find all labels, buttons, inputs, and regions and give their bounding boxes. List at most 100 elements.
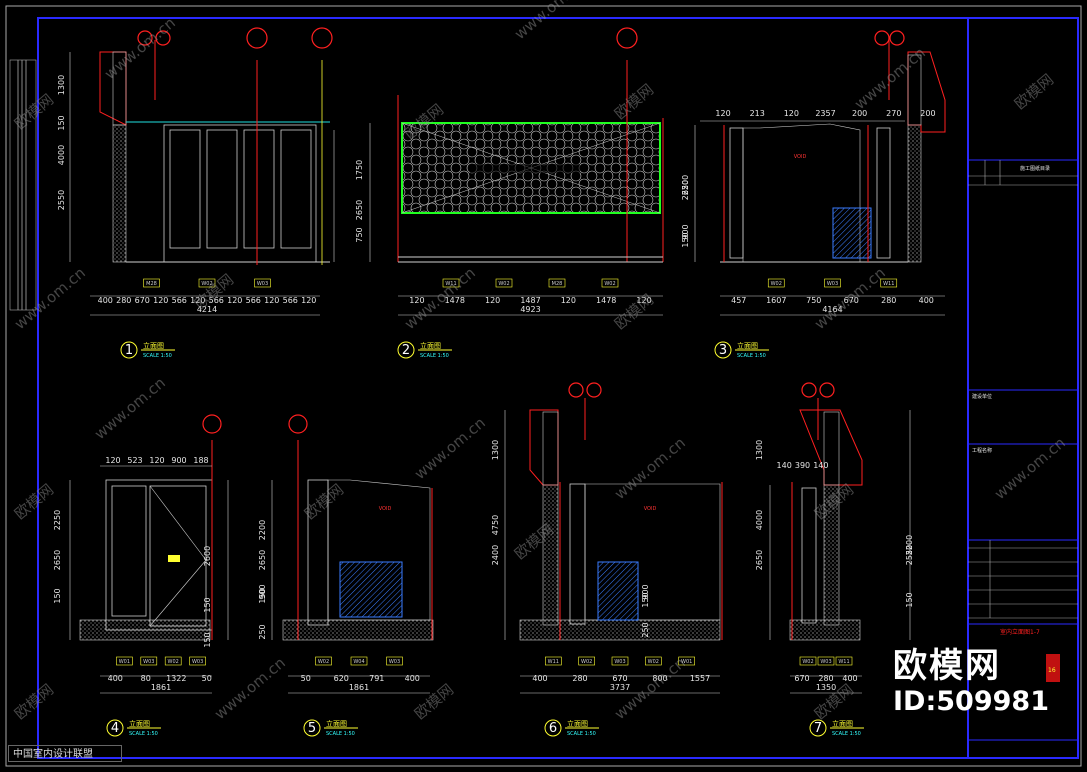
dim-vertical: 1300 — [491, 440, 500, 460]
dim-label: 670 — [135, 296, 150, 305]
dim-vertical: 2200 — [681, 175, 690, 195]
dim-vertical: 150 — [53, 588, 62, 603]
tag-box — [601, 278, 619, 288]
void-label: VOID — [379, 506, 392, 512]
watermark-text: www.om.cn — [411, 414, 489, 483]
dim-label: 120 — [153, 296, 168, 305]
dim-label: 120 — [636, 296, 651, 305]
logo-id: ID:509981 — [893, 686, 1049, 717]
tag-label: W02 — [168, 659, 179, 665]
panel-number-circle — [809, 719, 827, 737]
panel-scale: SCALE 1:50 — [420, 353, 449, 359]
dim-label: 1478 — [445, 296, 465, 305]
dim-label: 566 — [172, 296, 187, 305]
dim-vertical: 2650 — [258, 550, 267, 570]
tag-box — [315, 656, 332, 666]
dim-label: 566 — [246, 296, 261, 305]
panel-scale: SCALE 1:50 — [129, 731, 158, 737]
dim-vertical: 2650 — [681, 180, 690, 200]
tag-label: W02 — [201, 281, 212, 287]
watermark-text: 欧模网 — [1011, 70, 1057, 113]
dim-vertical: 2200 — [905, 535, 914, 555]
panel-number-circle — [303, 719, 321, 737]
dim-label: 400 — [532, 674, 547, 683]
dim-vertical: 2550 — [57, 190, 66, 210]
dim-vertical: 250 — [641, 622, 650, 637]
tag-box — [545, 656, 562, 666]
dim-vertical: 150 — [203, 632, 212, 647]
dim-vertical: 2400 — [491, 545, 500, 565]
tag-label: W01 — [681, 659, 692, 665]
watermark-text: www.om.cn — [91, 374, 169, 443]
dim-vertical: 750 — [355, 227, 364, 242]
dim-label: 1557 — [690, 674, 710, 683]
dim-label: 800 — [652, 674, 667, 683]
dim-top: 120 — [149, 456, 164, 465]
dim-total: 4923 — [520, 305, 540, 314]
dim-label: 280 — [572, 674, 587, 683]
title-header: 施工图纸目录 — [1020, 165, 1050, 172]
dim-top: 140 — [813, 461, 828, 470]
left-strip — [9, 59, 37, 311]
watermark-text: www.om.cn — [811, 264, 889, 333]
dim-label: 120 — [264, 296, 279, 305]
footer-credit: 中国室内设计联盟 — [8, 745, 122, 762]
watermark-text: 欧模网 — [411, 680, 457, 723]
watermark-text: 欧模网 — [11, 480, 57, 523]
dim-top: 120 — [105, 456, 120, 465]
elevation-panel-3 — [694, 30, 946, 316]
panel-number: 7 — [814, 721, 822, 736]
tag-box — [835, 656, 853, 666]
elevation-panel-6 — [504, 382, 723, 694]
dim-vertical: 2200 — [258, 520, 267, 540]
panel-title: 立面图 — [567, 719, 588, 728]
dim-vertical: 150 — [258, 588, 267, 603]
tag-box — [824, 278, 841, 288]
dim-label: 620 — [334, 674, 349, 683]
tag-box — [678, 656, 695, 666]
dim-vertical: 150 — [57, 115, 66, 130]
tag-box — [817, 656, 835, 666]
elevation-panel-5 — [271, 414, 434, 694]
dim-top: 2357 — [815, 109, 835, 118]
drawing-number: 16 — [1048, 667, 1056, 674]
brand-logo: 欧模网 ID:509981 — [893, 646, 1049, 718]
dim-top: 120 — [784, 109, 799, 118]
watermark-text: www.om.cn — [611, 434, 689, 503]
tag-box — [799, 656, 817, 666]
dim-vertical: 2650 — [53, 550, 62, 570]
dim-top: 270 — [886, 109, 901, 118]
dim-label: 566 — [209, 296, 224, 305]
dim-label: 1487 — [520, 296, 540, 305]
dim-vertical: 150 — [681, 232, 690, 247]
watermark-text: 欧模网 — [611, 290, 657, 333]
tag-box — [645, 656, 662, 666]
panel-title: 立面图 — [832, 719, 853, 728]
tag-box — [495, 278, 513, 288]
tag-box — [611, 656, 629, 666]
tag-label: W02 — [318, 659, 329, 665]
panel-scale: SCALE 1:50 — [567, 731, 596, 737]
tag-label: W02 — [648, 659, 659, 665]
dim-top: 200 — [920, 109, 935, 118]
watermark-text: 欧模网 — [11, 680, 57, 723]
dim-vertical: 4000 — [57, 145, 66, 165]
dim-label: 400 — [98, 296, 113, 305]
dim-vertical: 900 — [258, 584, 267, 599]
dim-label: 400 — [108, 674, 123, 683]
tag-box — [140, 656, 158, 666]
dim-top: 120 — [715, 109, 730, 118]
